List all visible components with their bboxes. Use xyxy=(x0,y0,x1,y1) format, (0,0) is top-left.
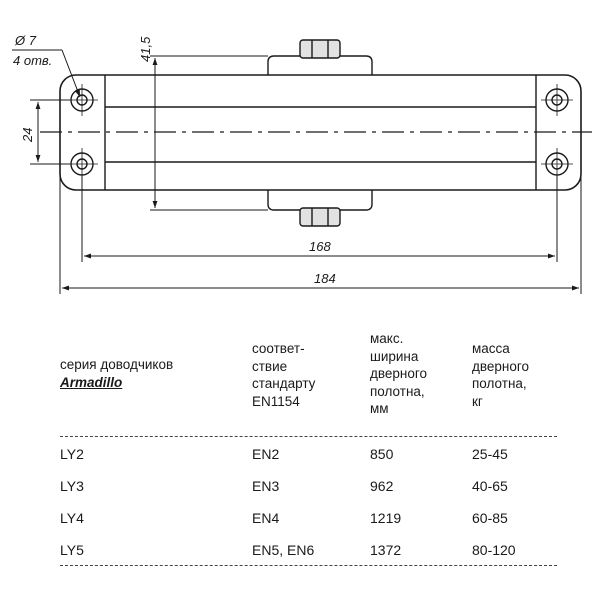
cell-model: LY3 xyxy=(60,478,84,494)
header-max-width: макс. ширина дверного полотна, мм xyxy=(370,331,428,416)
dim-hole-diameter: Ø 7 xyxy=(14,33,37,48)
table-divider xyxy=(60,565,557,566)
brand-name: Armadillo xyxy=(60,374,123,390)
cell-model: LY2 xyxy=(60,446,84,462)
door-closer-drawing: Ø 7 4 отв. 41,5 24 168 184 xyxy=(12,33,592,294)
header-mass: масса дверного полотна, кг xyxy=(472,341,530,409)
top-bracket xyxy=(267,55,373,75)
table-row: LY5 EN5, EN6 1372 80-120 xyxy=(60,533,557,565)
cell-mass: 80-120 xyxy=(472,542,516,558)
table-row: LY4 EN4 1219 60-85 xyxy=(60,501,557,533)
dim-hole-spacing-vertical: 24 xyxy=(20,128,35,143)
cell-model: LY5 xyxy=(60,542,84,558)
cell-standard: EN2 xyxy=(252,446,280,462)
header-series: серия доводчиков Armadillo xyxy=(60,357,174,390)
table-header: серия доводчиков Armadillo соответ- стви… xyxy=(60,330,557,430)
cell-mass: 60-85 xyxy=(472,510,508,526)
dim-hole-count: 4 отв. xyxy=(13,53,52,68)
cell-standard: EN4 xyxy=(252,510,280,526)
cell-model: LY4 xyxy=(60,510,84,526)
cell-width: 962 xyxy=(370,478,394,494)
cell-mass: 40-65 xyxy=(472,478,508,494)
spec-table: серия доводчиков Armadillo соответ- стви… xyxy=(60,330,557,566)
cell-standard: EN5, EN6 xyxy=(252,542,315,558)
bottom-bracket xyxy=(267,190,373,211)
cell-width: 1372 xyxy=(370,542,402,558)
table-divider xyxy=(60,436,557,437)
table-row: LY2 EN2 850 25-45 xyxy=(60,437,557,469)
cell-width: 1219 xyxy=(370,510,402,526)
header-standard: соответ- ствие стандарту EN1154 xyxy=(252,341,316,409)
cell-standard: EN3 xyxy=(252,478,280,494)
cell-width: 850 xyxy=(370,446,394,462)
dim-height: 41,5 xyxy=(138,36,153,62)
table-row: LY3 EN3 962 40-65 xyxy=(60,469,557,501)
dim-overall-length: 184 xyxy=(314,271,336,286)
dim-hole-spacing-horizontal: 168 xyxy=(309,239,331,254)
cell-mass: 25-45 xyxy=(472,446,508,462)
top-nut xyxy=(299,39,341,59)
bottom-nut xyxy=(299,207,341,227)
